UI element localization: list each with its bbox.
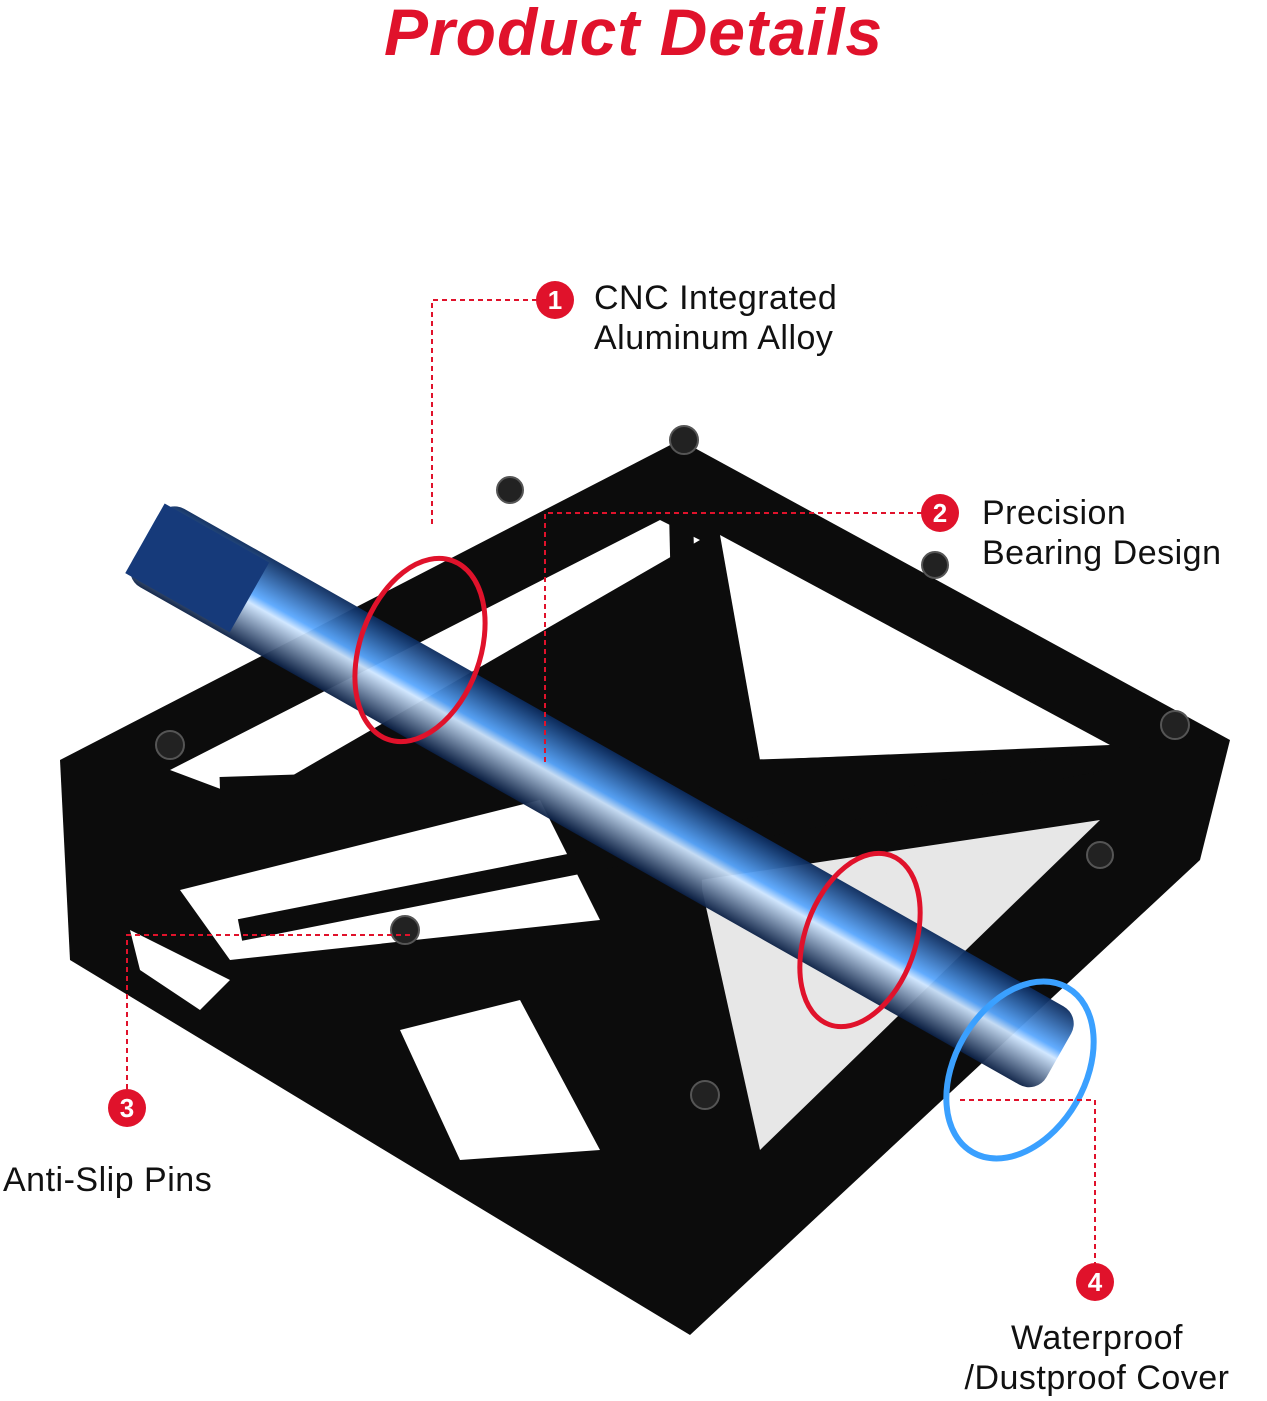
callout-1-line-2: Aluminum Alloy xyxy=(594,319,834,357)
callout-4-line-2: /Dustproof Cover xyxy=(964,1359,1230,1397)
callout-2-label: Precision Bearing Design xyxy=(982,493,1221,573)
bearing-highlights xyxy=(352,555,923,1030)
axle xyxy=(125,503,1074,1088)
callout-2-line-1: Precision xyxy=(982,494,1127,532)
anti-slip-pins xyxy=(155,425,1190,1110)
callout-4-label: Waterproof /Dustproof Cover xyxy=(930,1318,1264,1398)
callout-3-line-1: Anti-Slip Pins xyxy=(3,1161,213,1199)
callout-4-badge: 4 xyxy=(1076,1263,1114,1301)
callout-3-badge: 3 xyxy=(108,1089,146,1127)
callout-3-label: Anti-Slip Pins xyxy=(3,1160,212,1200)
callout-leader-lines xyxy=(126,299,1096,1264)
callout-1-line-1: CNC Integrated xyxy=(594,279,838,317)
callout-1-badge: 1 xyxy=(536,281,574,319)
callout-2-line-2: Bearing Design xyxy=(982,534,1222,572)
page-title: Product Details xyxy=(383,0,884,69)
callout-1-label: CNC Integrated Aluminum Alloy xyxy=(594,278,837,358)
callout-4-line-1: Waterproof xyxy=(1011,1319,1183,1357)
dustproof-cover-ring xyxy=(943,978,1097,1162)
callout-2-badge: 2 xyxy=(921,494,959,532)
